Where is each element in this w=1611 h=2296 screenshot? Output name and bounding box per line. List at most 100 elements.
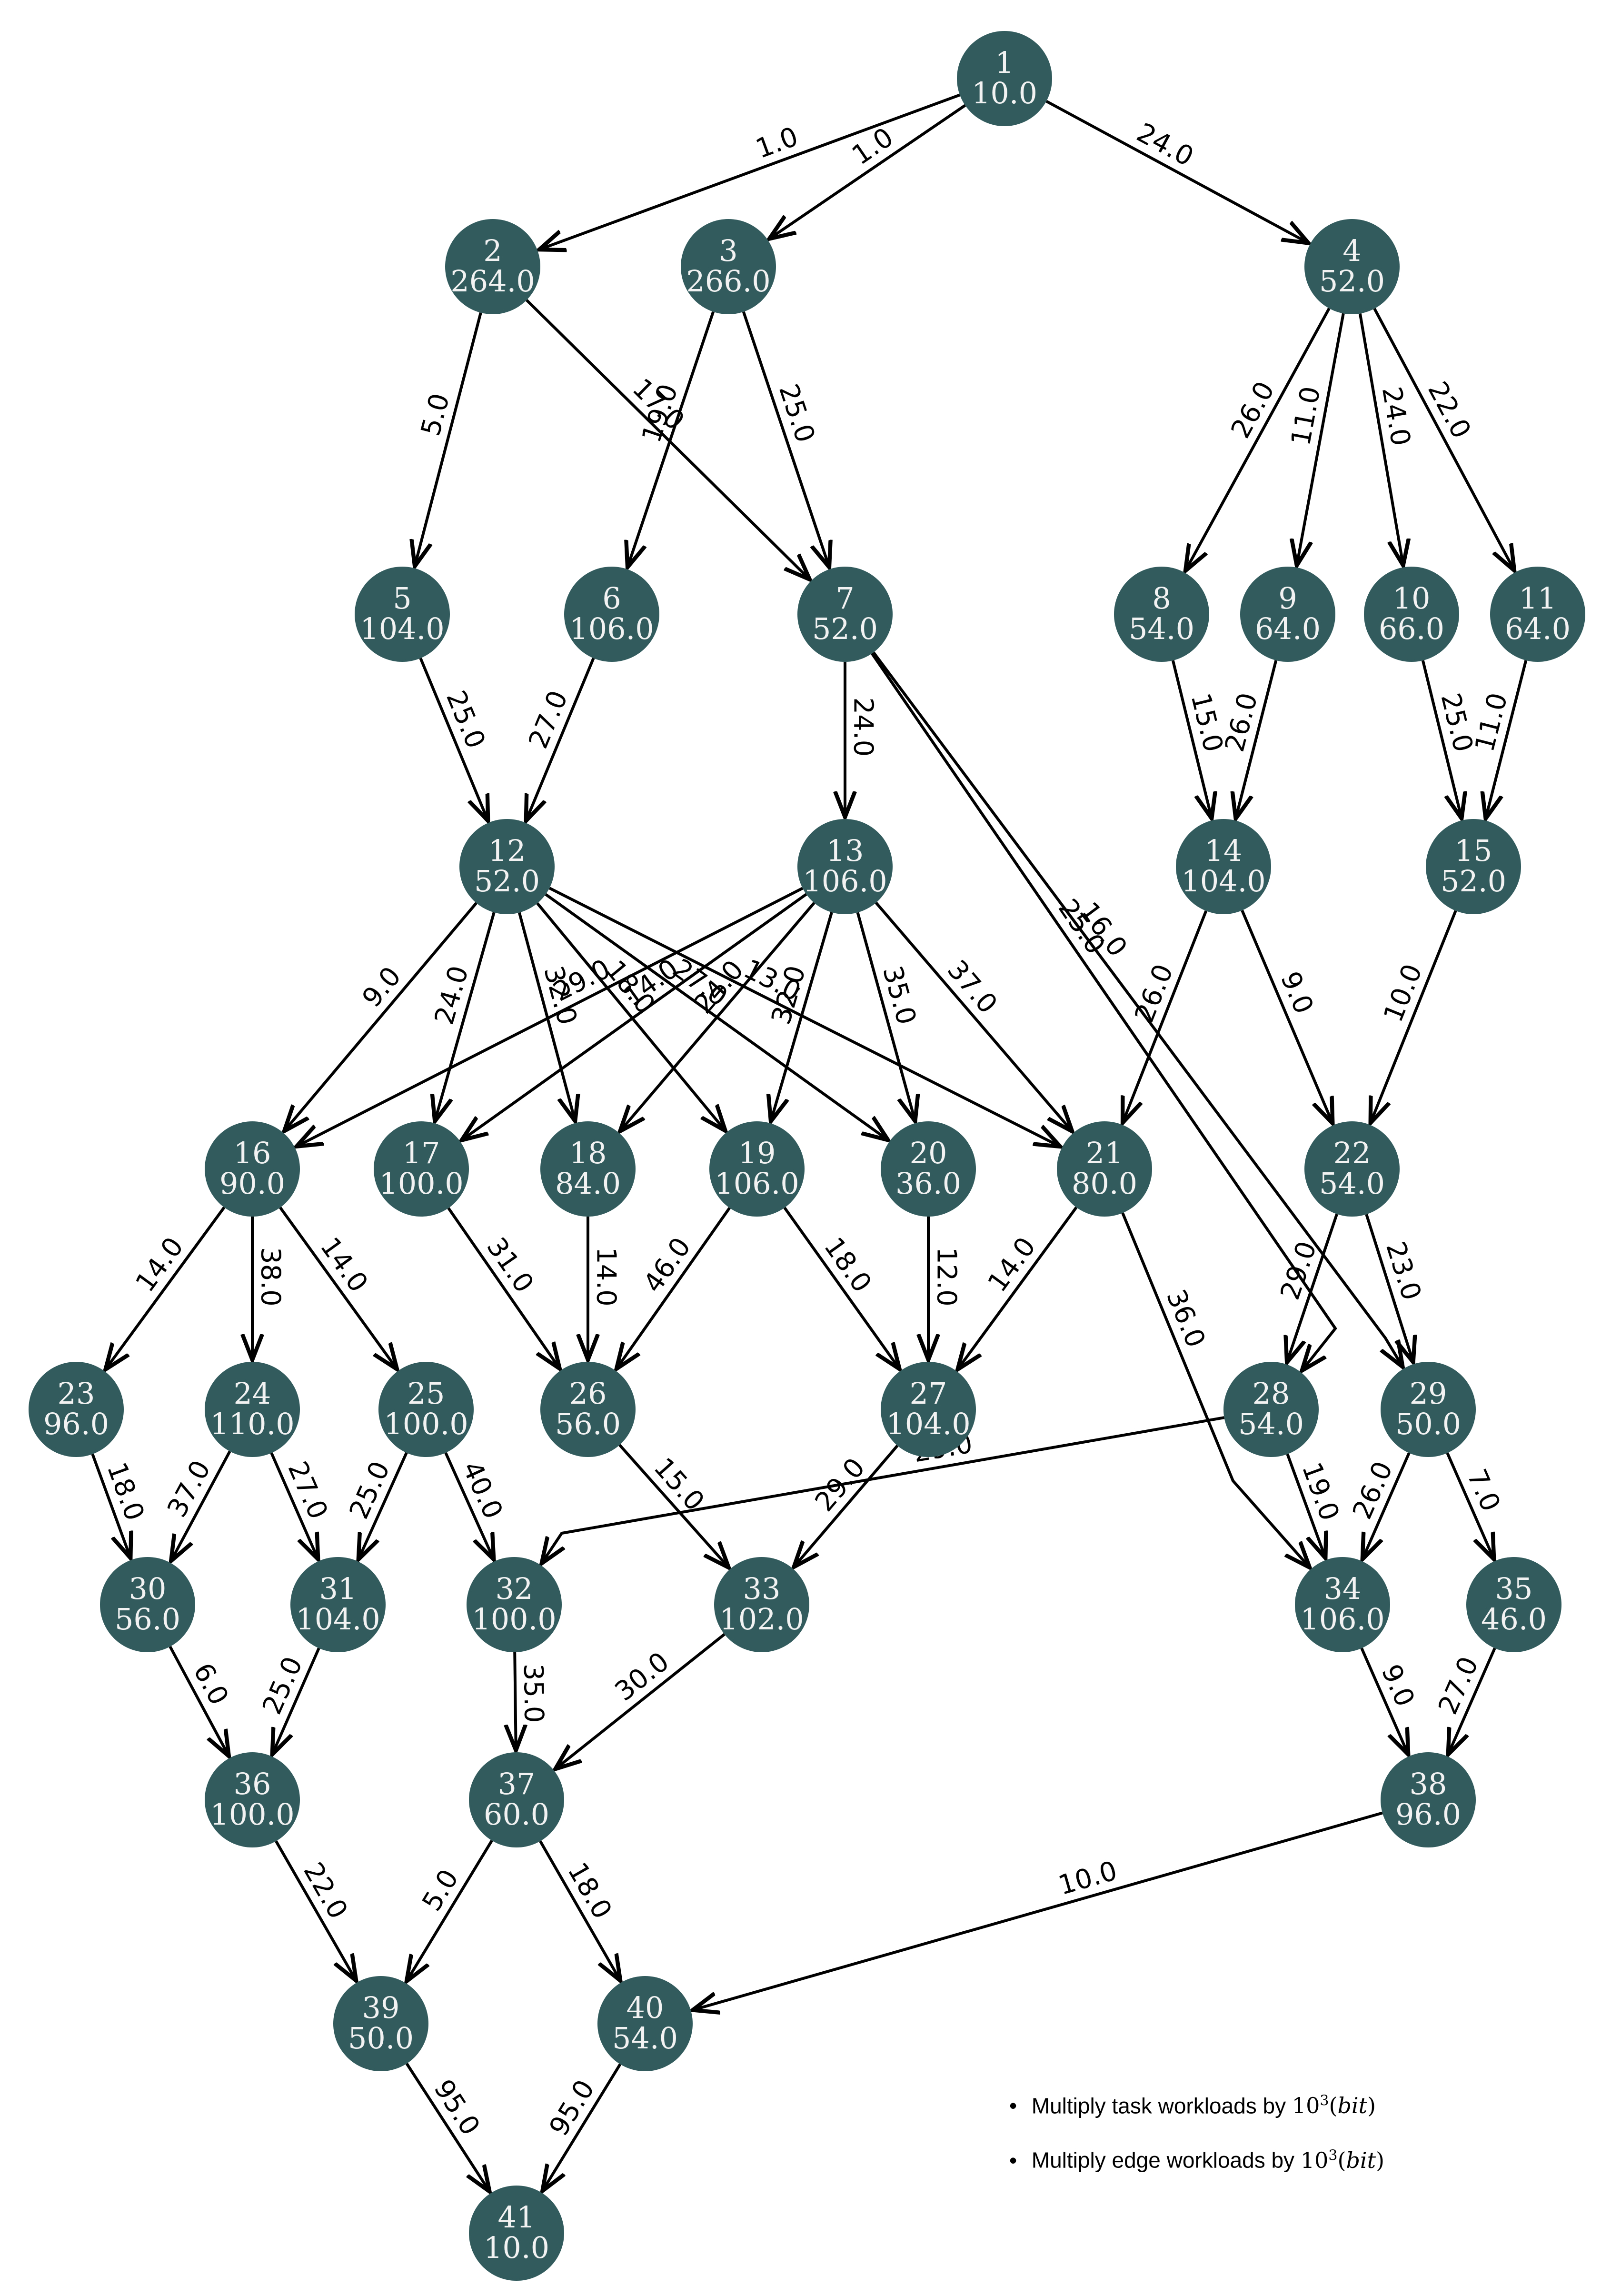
edge-label-18-26: 14.0	[591, 1247, 622, 1307]
task-node-circle	[1304, 1121, 1400, 1217]
edge-32-37	[515, 1652, 516, 1750]
edge-37-40	[539, 1840, 620, 1981]
task-node-workload: 104.0	[886, 1407, 971, 1441]
task-node-id: 17	[403, 1136, 440, 1170]
task-node-id: 4	[1342, 233, 1361, 268]
task-workload-note: • Multiply task workloads by 103(bit)	[1009, 2093, 1384, 2118]
edge-note-text: Multiply edge workloads by	[1031, 2147, 1295, 2173]
task-node-8: 854.0	[1114, 567, 1209, 662]
task-node-circle	[205, 1752, 300, 1847]
edge-label-6-12: 27.0	[523, 686, 574, 753]
task-node-id: 31	[319, 1571, 357, 1606]
task-node-id: 13	[826, 833, 864, 868]
edge-35-38	[1448, 1647, 1496, 1755]
edge-label-37-39: 5.0	[417, 1864, 465, 1917]
task-node-circle	[459, 819, 555, 914]
edge-6-12	[526, 658, 595, 821]
edge-label-7-13: 24.0	[848, 698, 879, 757]
task-node-id: 23	[58, 1376, 95, 1411]
task-node-workload: 96.0	[43, 1407, 109, 1441]
unit-name: bit	[1337, 2093, 1368, 2119]
edge-label-26-33: 15.0	[647, 1452, 710, 1517]
task-node-id: 39	[362, 1990, 400, 2025]
task-node-workload: 60.0	[484, 1797, 549, 1832]
edge-2-7	[526, 299, 810, 579]
task-node-id: 12	[488, 833, 526, 868]
edge-label-1-2: 1.0	[752, 121, 802, 165]
edge-label-3-7: 25.0	[773, 380, 821, 447]
edge-16-25	[279, 1207, 398, 1369]
task-node-workload: 52.0	[1441, 864, 1506, 898]
edge-7-28	[871, 652, 1337, 1370]
task-note-unit: 103(bit)	[1292, 2093, 1376, 2119]
edge-label-13-21: 37.0	[941, 954, 1003, 1019]
task-node-workload: 46.0	[1481, 1602, 1547, 1637]
task-node-circle	[1426, 819, 1521, 914]
task-node-id: 7	[835, 581, 854, 616]
task-node-9: 964.0	[1240, 567, 1335, 662]
edge-29-34	[1362, 1452, 1411, 1559]
edge-12-19	[536, 902, 726, 1131]
task-node-id: 18	[569, 1136, 607, 1170]
edge-label-28-34: 19.0	[1296, 1458, 1345, 1525]
edge-12-17	[435, 912, 496, 1121]
task-node-circle	[1490, 567, 1585, 662]
edge-23-30	[91, 1453, 130, 1558]
task-node-workload: 100.0	[384, 1407, 468, 1441]
edge-1-4	[1045, 100, 1309, 243]
task-node-id: 22	[1333, 1136, 1371, 1170]
edge-25-32	[444, 1452, 494, 1559]
task-node-id: 19	[738, 1136, 776, 1170]
task-node-circle	[714, 1557, 809, 1652]
task-node-id: 11	[1519, 581, 1557, 616]
edge-label-14-21: 26.0	[1129, 960, 1179, 1027]
task-node-workload: 10.0	[484, 2230, 549, 2265]
edge-38-40	[693, 1811, 1383, 2010]
task-node-id: 38	[1410, 1767, 1447, 1801]
task-node-workload: 106.0	[715, 1166, 799, 1201]
edge-4-9	[1297, 313, 1345, 565]
task-node-7: 752.0	[797, 567, 893, 662]
edge-label-22-28: 29.0	[1274, 1238, 1323, 1304]
task-node-circle	[1223, 1362, 1319, 1457]
task-node-circle	[1304, 219, 1400, 314]
edge-25-31	[358, 1452, 408, 1559]
task-node-workload: 54.0	[612, 2021, 678, 2056]
edge-33-37	[555, 1633, 726, 1769]
edge-21-27	[957, 1206, 1078, 1369]
edge-14-21	[1123, 910, 1208, 1123]
edge-26-33	[618, 1444, 728, 1568]
task-node-circle	[564, 567, 659, 662]
task-node-id: 36	[234, 1767, 271, 1801]
edge-8-14	[1171, 660, 1212, 819]
task-node-id: 24	[234, 1376, 271, 1411]
task-node-workload: 50.0	[348, 2021, 414, 2056]
edge-label-9-14: 26.0	[1219, 690, 1264, 755]
task-node-circle	[540, 1362, 636, 1457]
edge-13-17	[462, 893, 807, 1140]
edge-21-34	[1121, 1212, 1310, 1567]
task-node-circle	[355, 567, 450, 662]
task-node-workload: 10.0	[972, 76, 1037, 110]
edge-label-34-38: 9.0	[1375, 1660, 1421, 1711]
edge-14-22	[1241, 909, 1333, 1123]
task-node-circle	[597, 1976, 693, 2071]
edge-36-39	[275, 1840, 356, 1981]
edge-12-21	[548, 887, 1060, 1147]
task-node-id: 3	[719, 233, 737, 268]
task-node-circle	[467, 1557, 562, 1652]
edge-37-39	[407, 1839, 493, 1982]
